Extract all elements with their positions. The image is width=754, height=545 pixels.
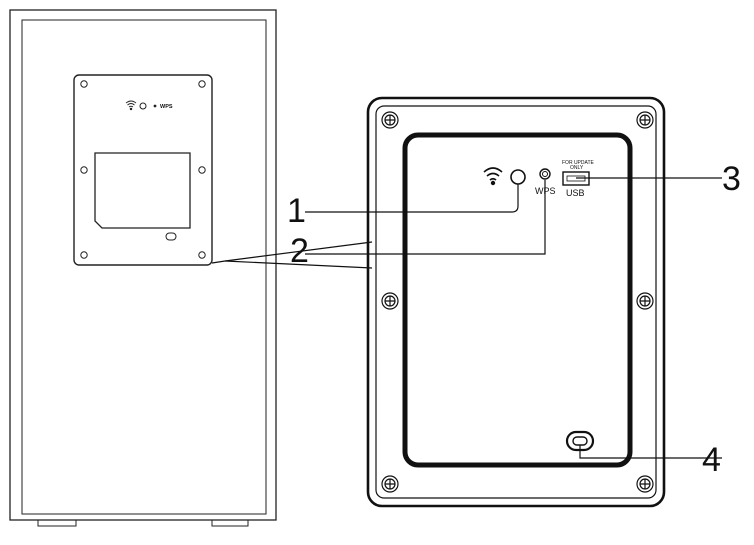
cabinet-outer xyxy=(9,9,277,521)
module-plate xyxy=(73,74,213,266)
screw-icon xyxy=(636,475,654,493)
speaker-cabinet xyxy=(9,9,277,527)
wifi-icon xyxy=(483,167,503,186)
callout-1: 1 xyxy=(287,192,306,230)
rear-panel: WPS FOR UPDATE ONLY USB xyxy=(366,96,666,508)
rear-panel-screws xyxy=(381,111,654,493)
usb-label: USB xyxy=(566,188,585,198)
cabinet-foot-right xyxy=(211,520,249,527)
screw-icon xyxy=(381,111,399,129)
module-usb-area xyxy=(94,152,191,229)
wps-button xyxy=(539,168,551,180)
cabinet-inner xyxy=(21,19,267,515)
module-screws xyxy=(80,80,206,259)
leader-line-2-wps xyxy=(305,180,546,255)
cabinet-foot-left xyxy=(37,520,77,527)
wps-button-core xyxy=(542,171,548,177)
callout-2: 2 xyxy=(290,232,309,270)
usb-note-line2: ONLY xyxy=(570,165,584,171)
leader-line-4 xyxy=(579,445,722,459)
rear-panel-inner-border xyxy=(375,105,657,499)
screw-icon xyxy=(381,475,399,493)
rear-panel-recess xyxy=(402,132,633,468)
screw-icon xyxy=(636,292,654,310)
module-wps-label: WPS xyxy=(160,104,173,110)
callout-4: 4 xyxy=(702,441,721,479)
callout-3: 3 xyxy=(722,160,741,198)
wifi-button xyxy=(510,169,526,185)
module-port xyxy=(165,232,177,241)
leader-lines xyxy=(211,177,722,459)
leader-line-2-panel xyxy=(211,260,226,264)
rear-panel-outer xyxy=(366,96,666,508)
leader-line-2-module xyxy=(224,241,373,262)
usb-note-line1: FOR UPDATE xyxy=(562,160,595,166)
screw-icon xyxy=(636,111,654,129)
module-wifi-icon xyxy=(125,100,137,111)
screw-icon xyxy=(381,292,399,310)
leader-line-2-module-b xyxy=(224,260,373,269)
leader-line-1 xyxy=(305,184,519,213)
cabinet-module: WPS xyxy=(73,74,213,266)
module-wps-button xyxy=(139,102,147,110)
module-led-dot xyxy=(153,104,157,108)
